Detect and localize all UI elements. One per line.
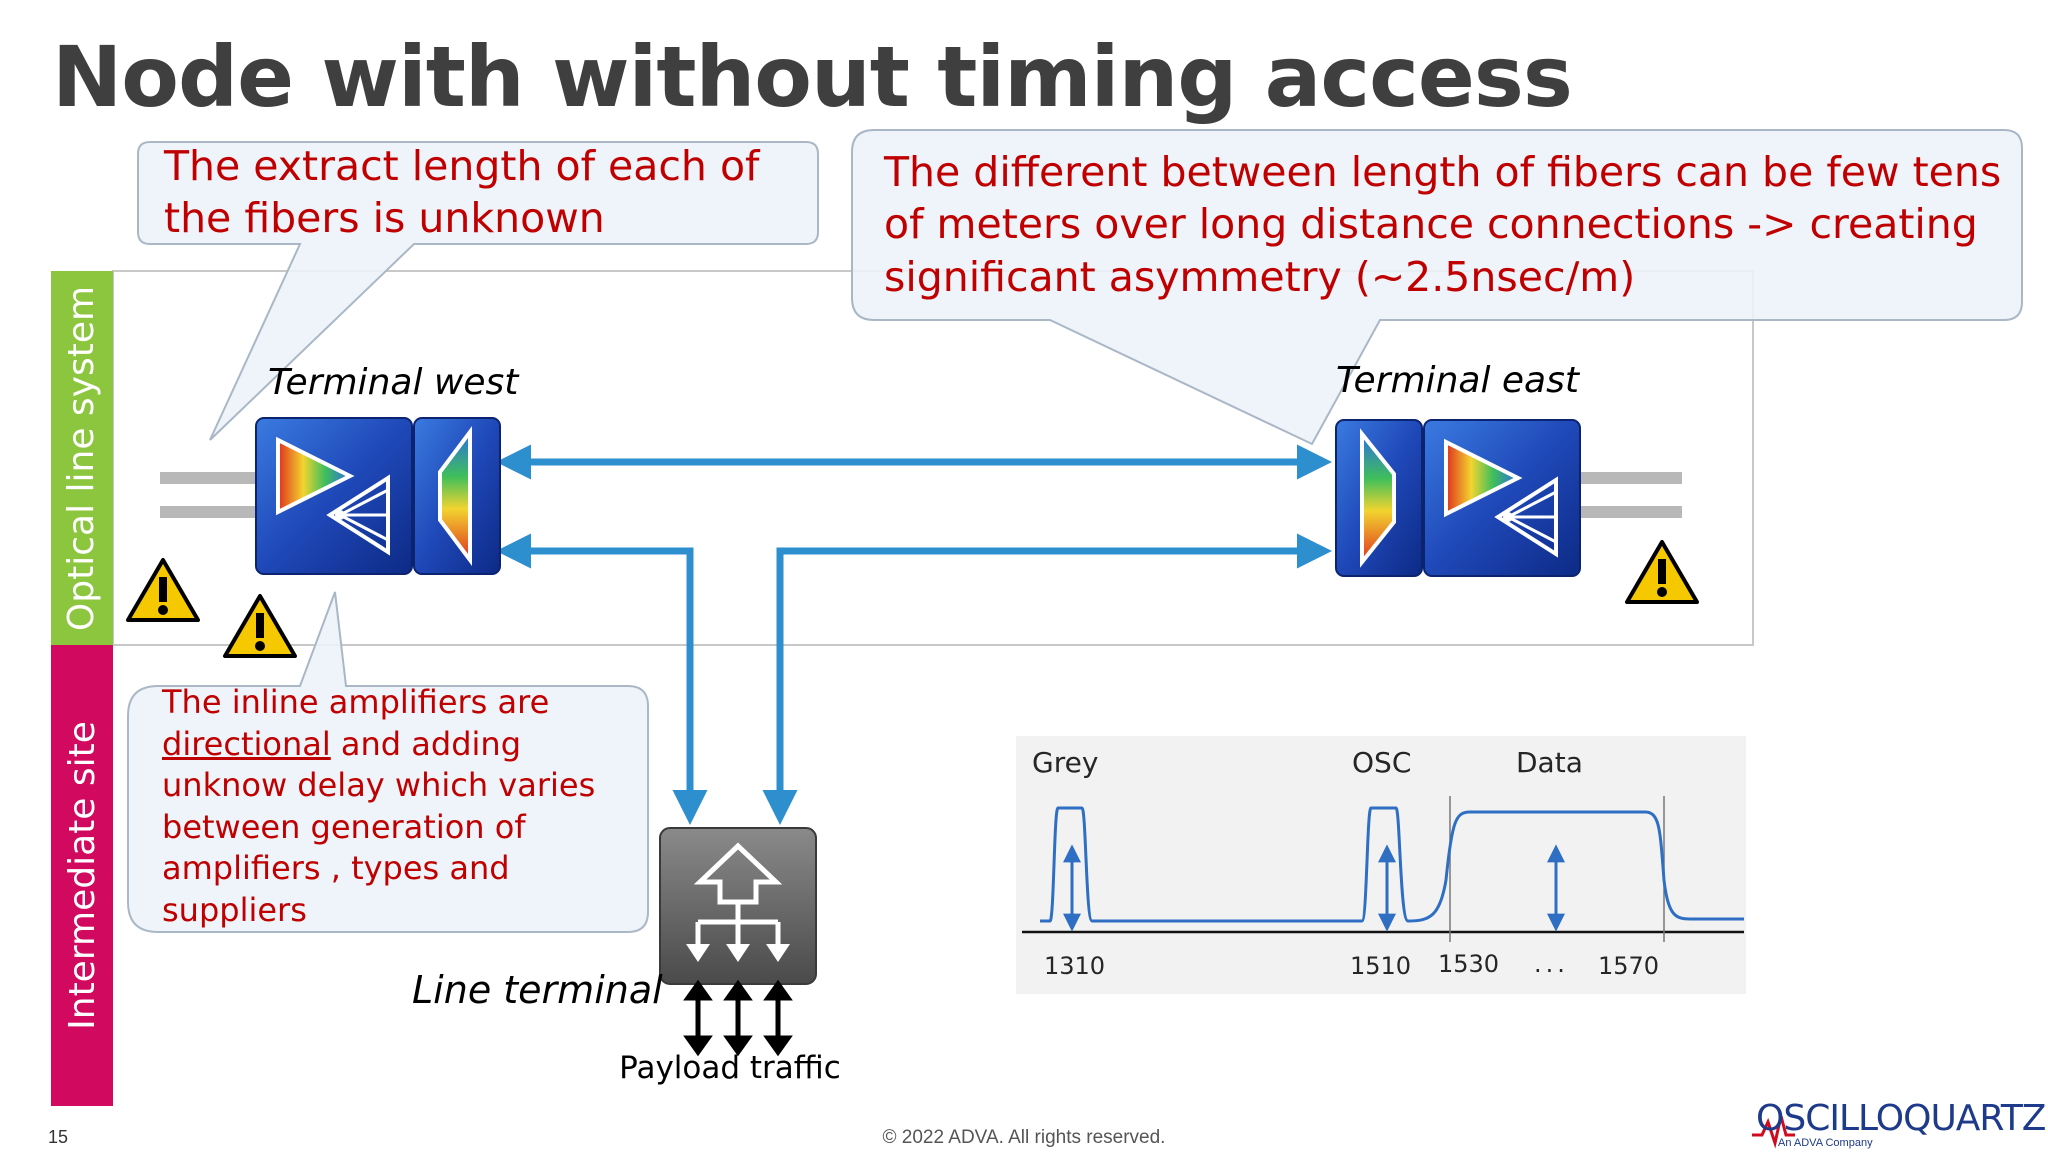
spectrum-curve bbox=[1040, 806, 1744, 923]
warning-icon bbox=[223, 594, 297, 658]
callout-amplifiers-underlined: directional bbox=[162, 724, 331, 763]
mux-icon bbox=[413, 417, 501, 575]
warning-icon bbox=[1625, 540, 1699, 604]
callout-bubble-fiber-length bbox=[137, 141, 819, 441]
callout-fiber-difference-text: The different between length of fibers c… bbox=[884, 148, 2002, 301]
mux-icon bbox=[1335, 419, 1423, 577]
callout-amplifiers-line2: and adding bbox=[330, 724, 521, 763]
fiber-stub-west-1 bbox=[160, 472, 255, 484]
wavelength-label-1530: 1530 bbox=[1438, 950, 1500, 978]
fiber-stub-east-1 bbox=[1572, 472, 1682, 484]
wavelength-label-1570: 1570 bbox=[1598, 952, 1660, 980]
copyright-notice: © 2022 ADVA. All rights reserved. bbox=[882, 1127, 1166, 1148]
warning-icon bbox=[126, 558, 200, 622]
sidebar-intermediate-label: Intermediate site bbox=[61, 721, 103, 1030]
callout-fiber-length-text: The extract length of each of the fibers… bbox=[164, 142, 760, 243]
band-label-data: Data bbox=[1516, 746, 1583, 779]
amplifier-icon bbox=[1423, 419, 1581, 577]
page-title: Node with without timing access bbox=[52, 28, 1573, 126]
wavelength-label-1510: 1510 bbox=[1350, 952, 1412, 980]
fiber-drop-east bbox=[762, 533, 1332, 825]
fiber-stub-west-2 bbox=[160, 506, 255, 518]
fiber-drop-west bbox=[496, 533, 708, 825]
brand-logo-subtext: An ADVA Company bbox=[1778, 1137, 1873, 1149]
payload-traffic-label: Payload traffic bbox=[619, 1050, 841, 1086]
callout-bubble-fiber-difference bbox=[851, 129, 2023, 446]
line-terminal-icon bbox=[659, 827, 817, 985]
brand-logo-text: OSCILLOQUARTZ bbox=[1756, 1098, 2046, 1139]
callout-amplifiers-line1: The inline amplifiers are bbox=[162, 683, 550, 721]
callout-bubble-amplifiers bbox=[127, 591, 649, 933]
callout-amplifiers-text: The inline amplifiers are directional an… bbox=[162, 682, 632, 932]
callout-amplifiers-rest: unknow delay which varies between genera… bbox=[162, 766, 596, 929]
sidebar-intermediate-site: Intermediate site bbox=[51, 645, 113, 1106]
sidebar-optical-line-system: Optical line system bbox=[51, 271, 113, 645]
terminal-west-label: Terminal west bbox=[268, 362, 519, 403]
wavelength-label-ellipsis: ... bbox=[1534, 950, 1569, 978]
band-label-grey: Grey bbox=[1032, 746, 1099, 779]
payload-arrows bbox=[683, 979, 793, 1057]
wavelength-label-1310: 1310 bbox=[1044, 952, 1106, 980]
page-number: 15 bbox=[48, 1127, 69, 1147]
amplifier-icon bbox=[255, 417, 413, 575]
band-label-osc: OSC bbox=[1352, 746, 1412, 779]
fiber-stub-east-2 bbox=[1572, 506, 1682, 518]
line-terminal-label: Line terminal bbox=[412, 968, 663, 1012]
sidebar-optical-label: Optical line system bbox=[61, 285, 103, 631]
brand-logo-wave bbox=[1752, 1115, 1795, 1149]
terminal-east-label: Terminal east bbox=[1336, 360, 1579, 401]
